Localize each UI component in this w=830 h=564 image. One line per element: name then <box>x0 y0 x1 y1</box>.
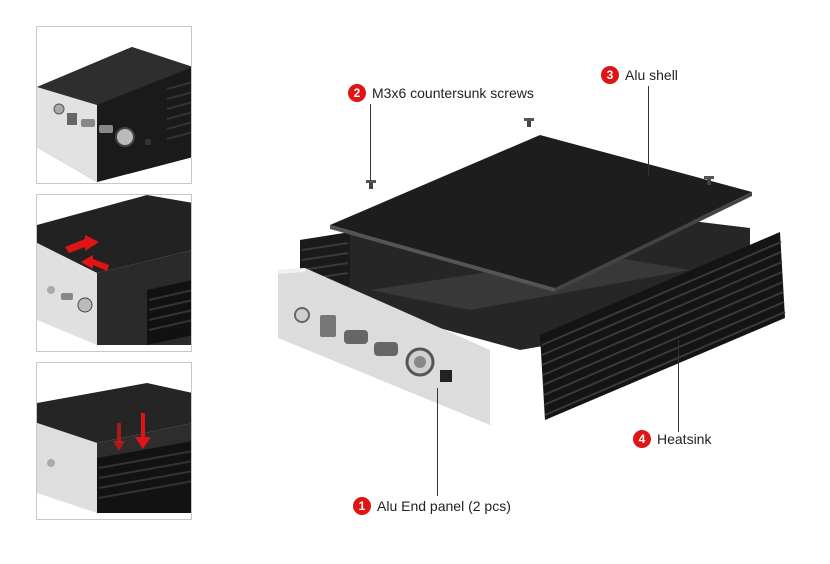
countersunk-screw <box>366 180 376 189</box>
heatsink-drop-drawing <box>37 383 191 513</box>
heatsink <box>540 232 785 420</box>
shell-slide-drawing <box>37 195 191 345</box>
leader-line-heatsink <box>678 340 679 432</box>
callout-screws: 2 M3x6 countersunk screws <box>348 84 534 102</box>
countersunk-screw <box>704 176 714 185</box>
leader-line-end-panel <box>437 388 438 496</box>
heatsink-fins <box>541 241 786 416</box>
callout-label: M3x6 countersunk screws <box>372 85 534 101</box>
callout-number-badge: 3 <box>601 66 619 84</box>
leader-line-shell <box>648 86 649 176</box>
callout-label: Alu End panel (2 pcs) <box>377 498 511 514</box>
callout-end-panel: 1 Alu End panel (2 pcs) <box>353 497 511 515</box>
alu-shell <box>330 135 752 288</box>
leader-line-screws <box>370 104 371 180</box>
callout-label: Heatsink <box>657 431 712 447</box>
callout-heatsink: 4 Heatsink <box>633 430 711 448</box>
thumbnail-shell-slide <box>36 194 192 352</box>
thumbnail-assembled <box>36 26 192 184</box>
assembled-enclosure-drawing <box>37 47 191 182</box>
callout-shell: 3 Alu shell <box>601 66 678 84</box>
callout-number-badge: 4 <box>633 430 651 448</box>
callout-number-badge: 1 <box>353 497 371 515</box>
thumbnail-heatsink-drop <box>36 362 192 520</box>
callout-label: Alu shell <box>625 67 678 83</box>
countersunk-screw <box>524 118 534 127</box>
callout-number-badge: 2 <box>348 84 366 102</box>
